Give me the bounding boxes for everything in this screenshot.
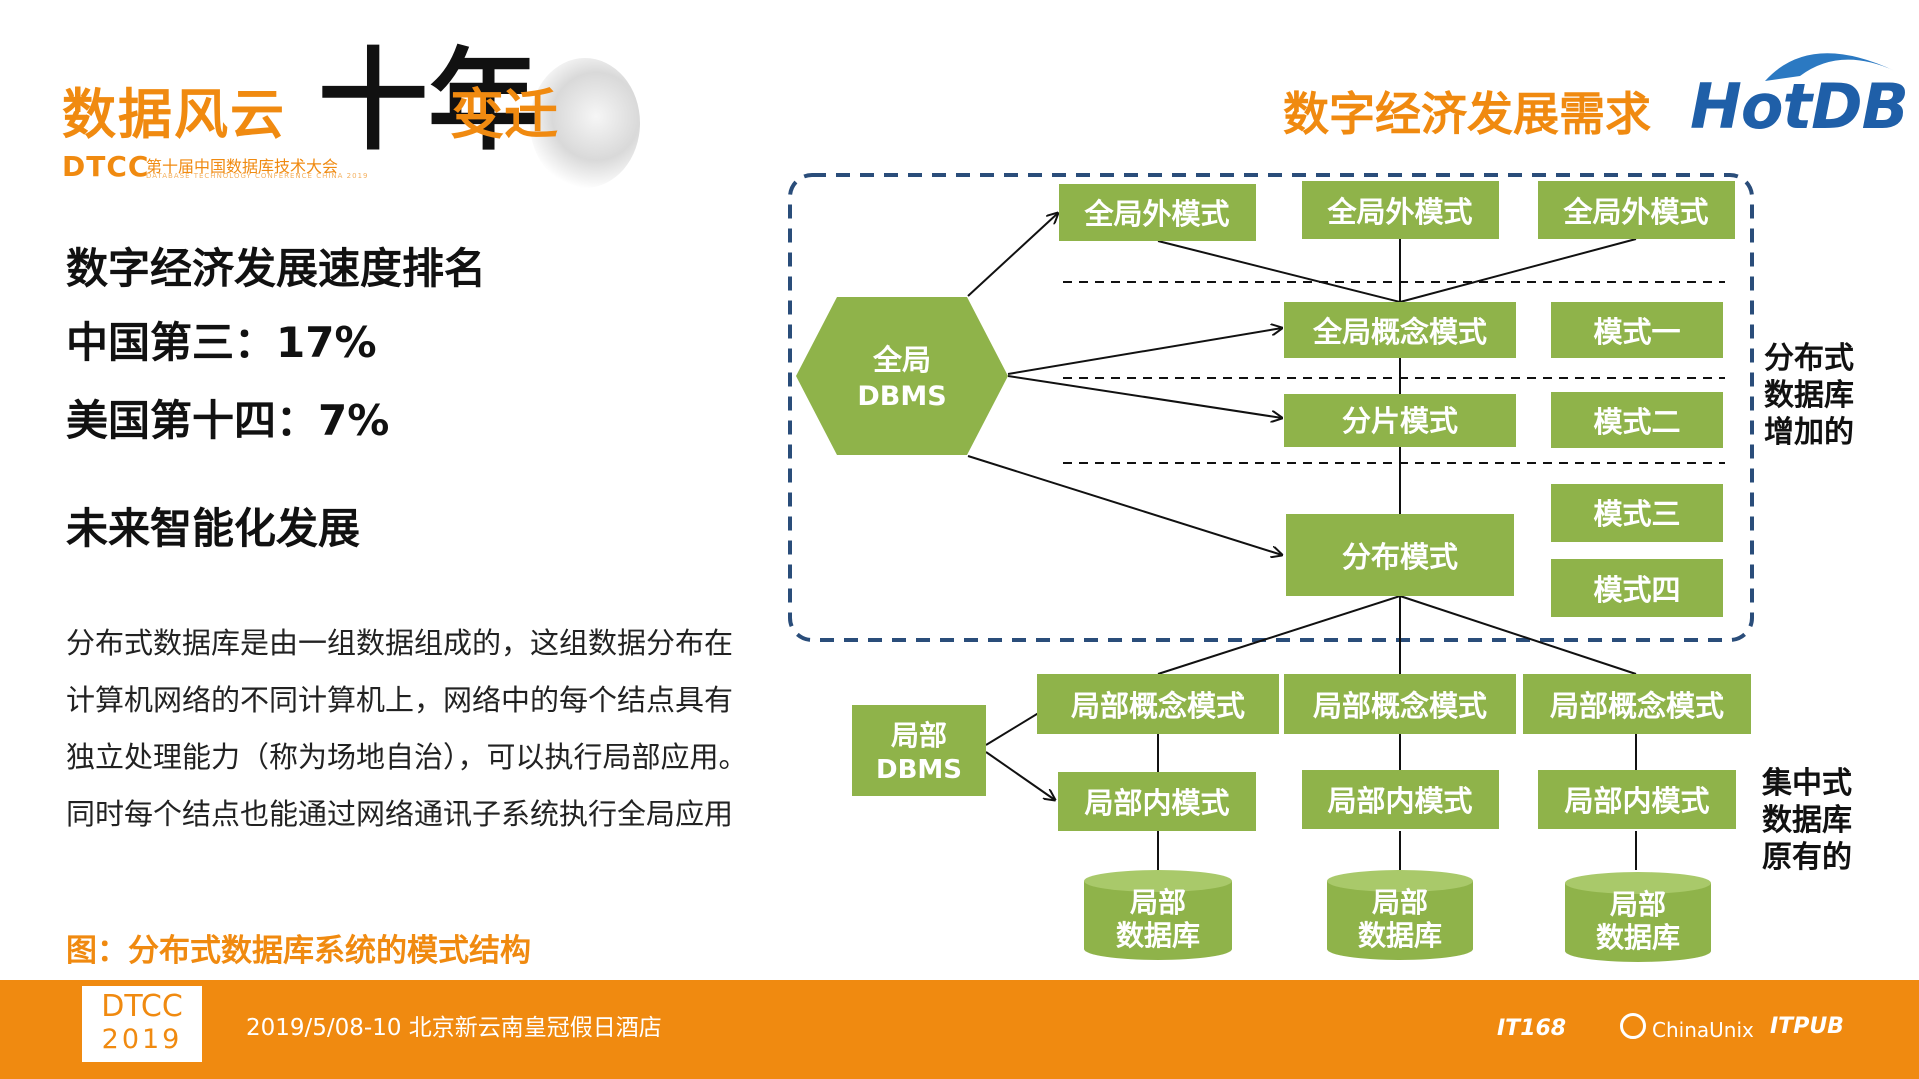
svg-text:原有的: 原有的 <box>1762 840 1852 875</box>
svg-text:数据库: 数据库 <box>1762 803 1852 838</box>
svg-text:增加的: 增加的 <box>1764 415 1854 450</box>
footer-event-info: 2019/5/08-10 北京新云南皇冠假日酒店 <box>246 1015 662 1041</box>
local-dbms-node: 局部 DBMS <box>852 705 986 796</box>
svg-text:局部: 局部 <box>1610 888 1666 921</box>
conference-subtitle: DATABASE TECHNOLOGY CONFERENCE CHINA 201… <box>146 172 369 180</box>
svg-text:全局外模式: 全局外模式 <box>1326 195 1472 229</box>
local-concept-schema-2: 局部概念模式 <box>1284 674 1516 734</box>
local-database-3: 局部 数据库 <box>1565 872 1711 962</box>
svg-text:全局概念模式: 全局概念模式 <box>1312 315 1487 349</box>
logo-title: 数据风云 <box>62 83 286 146</box>
connector <box>1399 238 1637 303</box>
local-internal-schema-3: 局部内模式 <box>1538 770 1736 829</box>
global-dbms-node: 全局 DBMS <box>796 297 1008 455</box>
svg-text:数据库: 数据库 <box>1358 919 1442 952</box>
heading-future: 未来智能化发展 <box>66 504 361 553</box>
global-ext-schema-3: 全局外模式 <box>1538 181 1735 239</box>
sponsor-chinaunix-logo: ChinaUnix <box>1652 1018 1754 1042</box>
svg-text:局部概念模式: 局部概念模式 <box>1313 689 1487 723</box>
footer-bar <box>0 980 1919 1079</box>
side-label-distributed: 分布式 数据库 增加的 <box>1764 341 1854 450</box>
svg-text:局部: 局部 <box>891 719 947 752</box>
svg-text:局部概念模式: 局部概念模式 <box>1071 689 1245 723</box>
connector <box>1157 240 1401 303</box>
global-concept-schema: 全局概念模式 <box>1284 302 1516 358</box>
local-internal-schema-2: 局部内模式 <box>1302 770 1499 829</box>
svg-text:分片模式: 分片模式 <box>1342 404 1458 438</box>
schema-four: 模式四 <box>1551 559 1723 617</box>
footer-dtcc-logo <box>82 986 202 1062</box>
schema-two: 模式二 <box>1551 392 1723 448</box>
local-database-2: 局部 数据库 <box>1327 870 1473 960</box>
figure-caption: 图：分布式数据库系统的模式结构 <box>66 933 531 969</box>
rank-china: 中国第三：17% <box>66 318 377 367</box>
arrow <box>1007 375 1282 418</box>
slide-title: 数字经济发展需求 <box>1283 87 1651 141</box>
svg-text:局部内模式: 局部内模式 <box>1327 784 1472 818</box>
arrow <box>985 751 1055 800</box>
svg-text:分布模式: 分布模式 <box>1342 540 1458 574</box>
footer-dtcc-text: DTCC <box>101 989 183 1024</box>
conference-name: 第十届中国数据库技术大会 <box>146 157 339 176</box>
logo-change: 变迁 <box>450 83 558 146</box>
svg-text:模式四: 模式四 <box>1593 573 1680 607</box>
svg-text:局部: 局部 <box>1372 886 1428 919</box>
hotdb-logo: HotDB <box>1690 70 1909 143</box>
footer-year: 2019 <box>101 1024 183 1055</box>
svg-text:DBMS: DBMS <box>857 381 946 412</box>
schema-three: 模式三 <box>1551 484 1723 542</box>
svg-text:分布式: 分布式 <box>1764 341 1854 376</box>
global-ext-schema-2: 全局外模式 <box>1302 181 1499 239</box>
svg-text:局部内模式: 局部内模式 <box>1564 784 1709 818</box>
local-internal-schema-1: 局部内模式 <box>1058 772 1256 831</box>
hotdb-wave-icon <box>1765 53 1895 81</box>
distributed-frame <box>788 173 1754 642</box>
arrow <box>967 455 1282 555</box>
svg-text:集中式: 集中式 <box>1761 766 1852 801</box>
svg-text:模式二: 模式二 <box>1593 405 1680 439</box>
local-concept-schema-1: 局部概念模式 <box>1037 674 1279 734</box>
svg-text:局部内模式: 局部内模式 <box>1084 786 1229 820</box>
description-paragraph: 分布式数据库是由一组数据组成的，这组数据分布在计算机网络的不同计算机上，网络中的… <box>66 626 748 831</box>
svg-text:模式三: 模式三 <box>1593 497 1680 531</box>
global-ext-schema-1: 全局外模式 <box>1059 184 1256 241</box>
fragment-schema: 分片模式 <box>1284 394 1516 447</box>
dtcc-logo: DTCC <box>62 150 150 183</box>
svg-text:局部概念模式: 局部概念模式 <box>1550 689 1724 723</box>
arrow <box>1007 328 1282 375</box>
svg-text:全局: 全局 <box>872 343 931 377</box>
arrow <box>967 213 1058 297</box>
logo-globe-graphic <box>530 58 640 188</box>
schema-structure-diagram: 全局 DBMS 全局外模式 全局外模式 全局外模式 全局概念模式 分片模式 分布… <box>788 173 1854 962</box>
heading-rank: 数字经济发展速度排名 <box>66 244 487 293</box>
svg-text:数据库: 数据库 <box>1116 919 1200 952</box>
connector <box>1157 595 1401 675</box>
chinaunix-icon <box>1620 1013 1646 1039</box>
svg-text:局部: 局部 <box>1130 886 1186 919</box>
connector <box>1399 595 1637 675</box>
schema-one: 模式一 <box>1551 302 1723 358</box>
svg-text:数据库: 数据库 <box>1764 378 1854 413</box>
svg-text:全局外模式: 全局外模式 <box>1562 195 1708 229</box>
side-label-centralized: 集中式 数据库 原有的 <box>1761 766 1852 875</box>
local-concept-schema-3: 局部概念模式 <box>1523 674 1751 734</box>
svg-text:全局外模式: 全局外模式 <box>1083 197 1229 231</box>
rank-usa: 美国第十四：7% <box>66 396 390 445</box>
svg-text:数据库: 数据库 <box>1596 921 1680 954</box>
sponsor-it168-logo: IT168 <box>1497 1016 1567 1041</box>
distribution-schema: 分布模式 <box>1286 514 1514 596</box>
svg-text:DBMS: DBMS <box>876 755 962 785</box>
svg-text:模式一: 模式一 <box>1593 315 1680 349</box>
sponsor-itpub-logo: ITPUB <box>1770 1014 1844 1039</box>
local-database-1: 局部 数据库 <box>1084 870 1232 960</box>
logo-ten-year-calligraphy: 十年 <box>318 36 538 165</box>
